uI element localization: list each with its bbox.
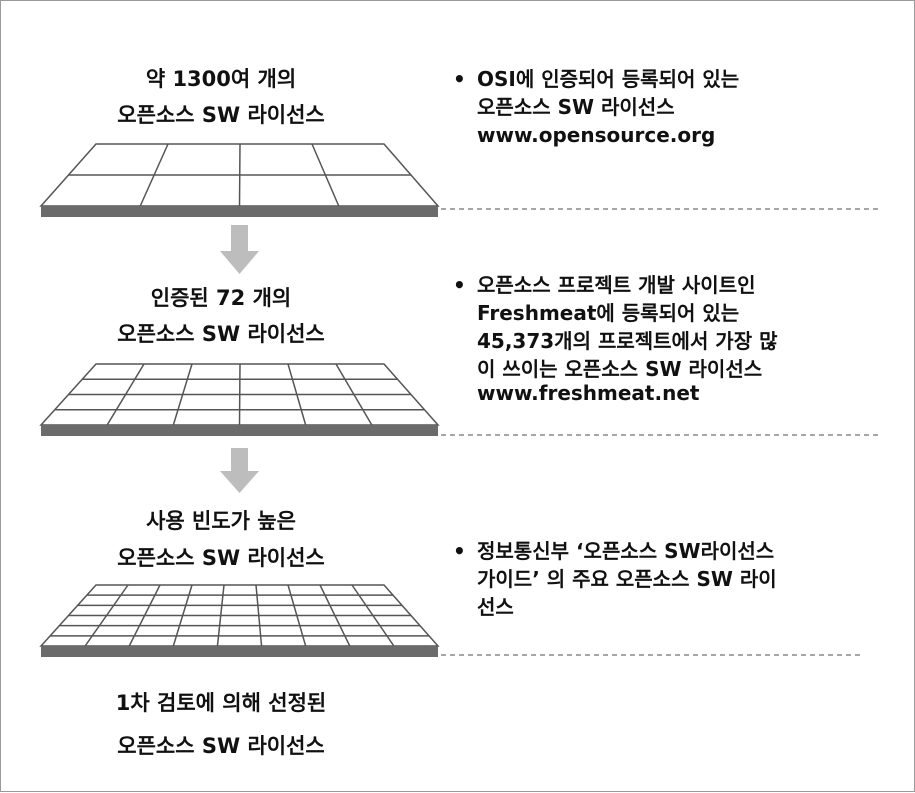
note-line: 정보통신부 ‘오픈소스 SW라이선스 [477, 539, 775, 563]
stage-3-subtitle: 오픈소스 SW 라이선스 [117, 546, 325, 570]
note-line: 선스 [477, 595, 514, 619]
stage-2-title: 인증된 72 개의 [150, 286, 292, 310]
grid-lines [68, 143, 411, 207]
stage-2-subtitle: 오픈소스 SW 라이선스 [117, 322, 325, 346]
grid-base [41, 425, 438, 436]
note-line: www.freshmeat.net [477, 381, 700, 405]
note-line: 오픈소스 SW 라이선스 [477, 95, 675, 119]
stage-4-subtitle: 오픈소스 SW 라이선스 [117, 734, 325, 758]
note-line: www.opensource.org [477, 123, 716, 147]
stage-1-subtitle: 오픈소스 SW 라이선스 [117, 103, 325, 127]
down-arrow-icon [220, 225, 259, 274]
grid-lines [54, 363, 425, 426]
down-arrow-icon [220, 448, 259, 493]
bullet-icon: • [453, 539, 466, 563]
filter-layer-1 [39, 143, 440, 217]
filter-layer-3 [39, 584, 440, 657]
note-line: 가이드’ 의 주요 오픈소스 SW 라이 [477, 567, 777, 591]
note-line: OSI에 인증되어 등록되어 있는 [477, 67, 740, 91]
bullet-icon: • [453, 67, 466, 91]
grid-base [41, 206, 438, 217]
note-line: 45,373개의 프로젝트에서 가장 많 [477, 329, 778, 353]
note-line: 이 쓰이는 오픈소스 SW 라이선스 [477, 357, 763, 381]
note-line: 오픈소스 프로젝트 개발 사이트인 [477, 273, 756, 297]
stage-1-title: 약 1300여 개의 [145, 67, 297, 91]
bullet-icon: • [453, 273, 466, 297]
grid-lines [50, 584, 429, 647]
filter-layer-2 [39, 363, 440, 436]
stage-3-title: 사용 빈도가 높은 [146, 509, 296, 533]
note-line: Freshmeat에 등록되어 있는 [477, 301, 740, 325]
grid-base [41, 646, 438, 657]
stage-4-title: 1차 검토에 의해 선정된 [115, 691, 327, 715]
